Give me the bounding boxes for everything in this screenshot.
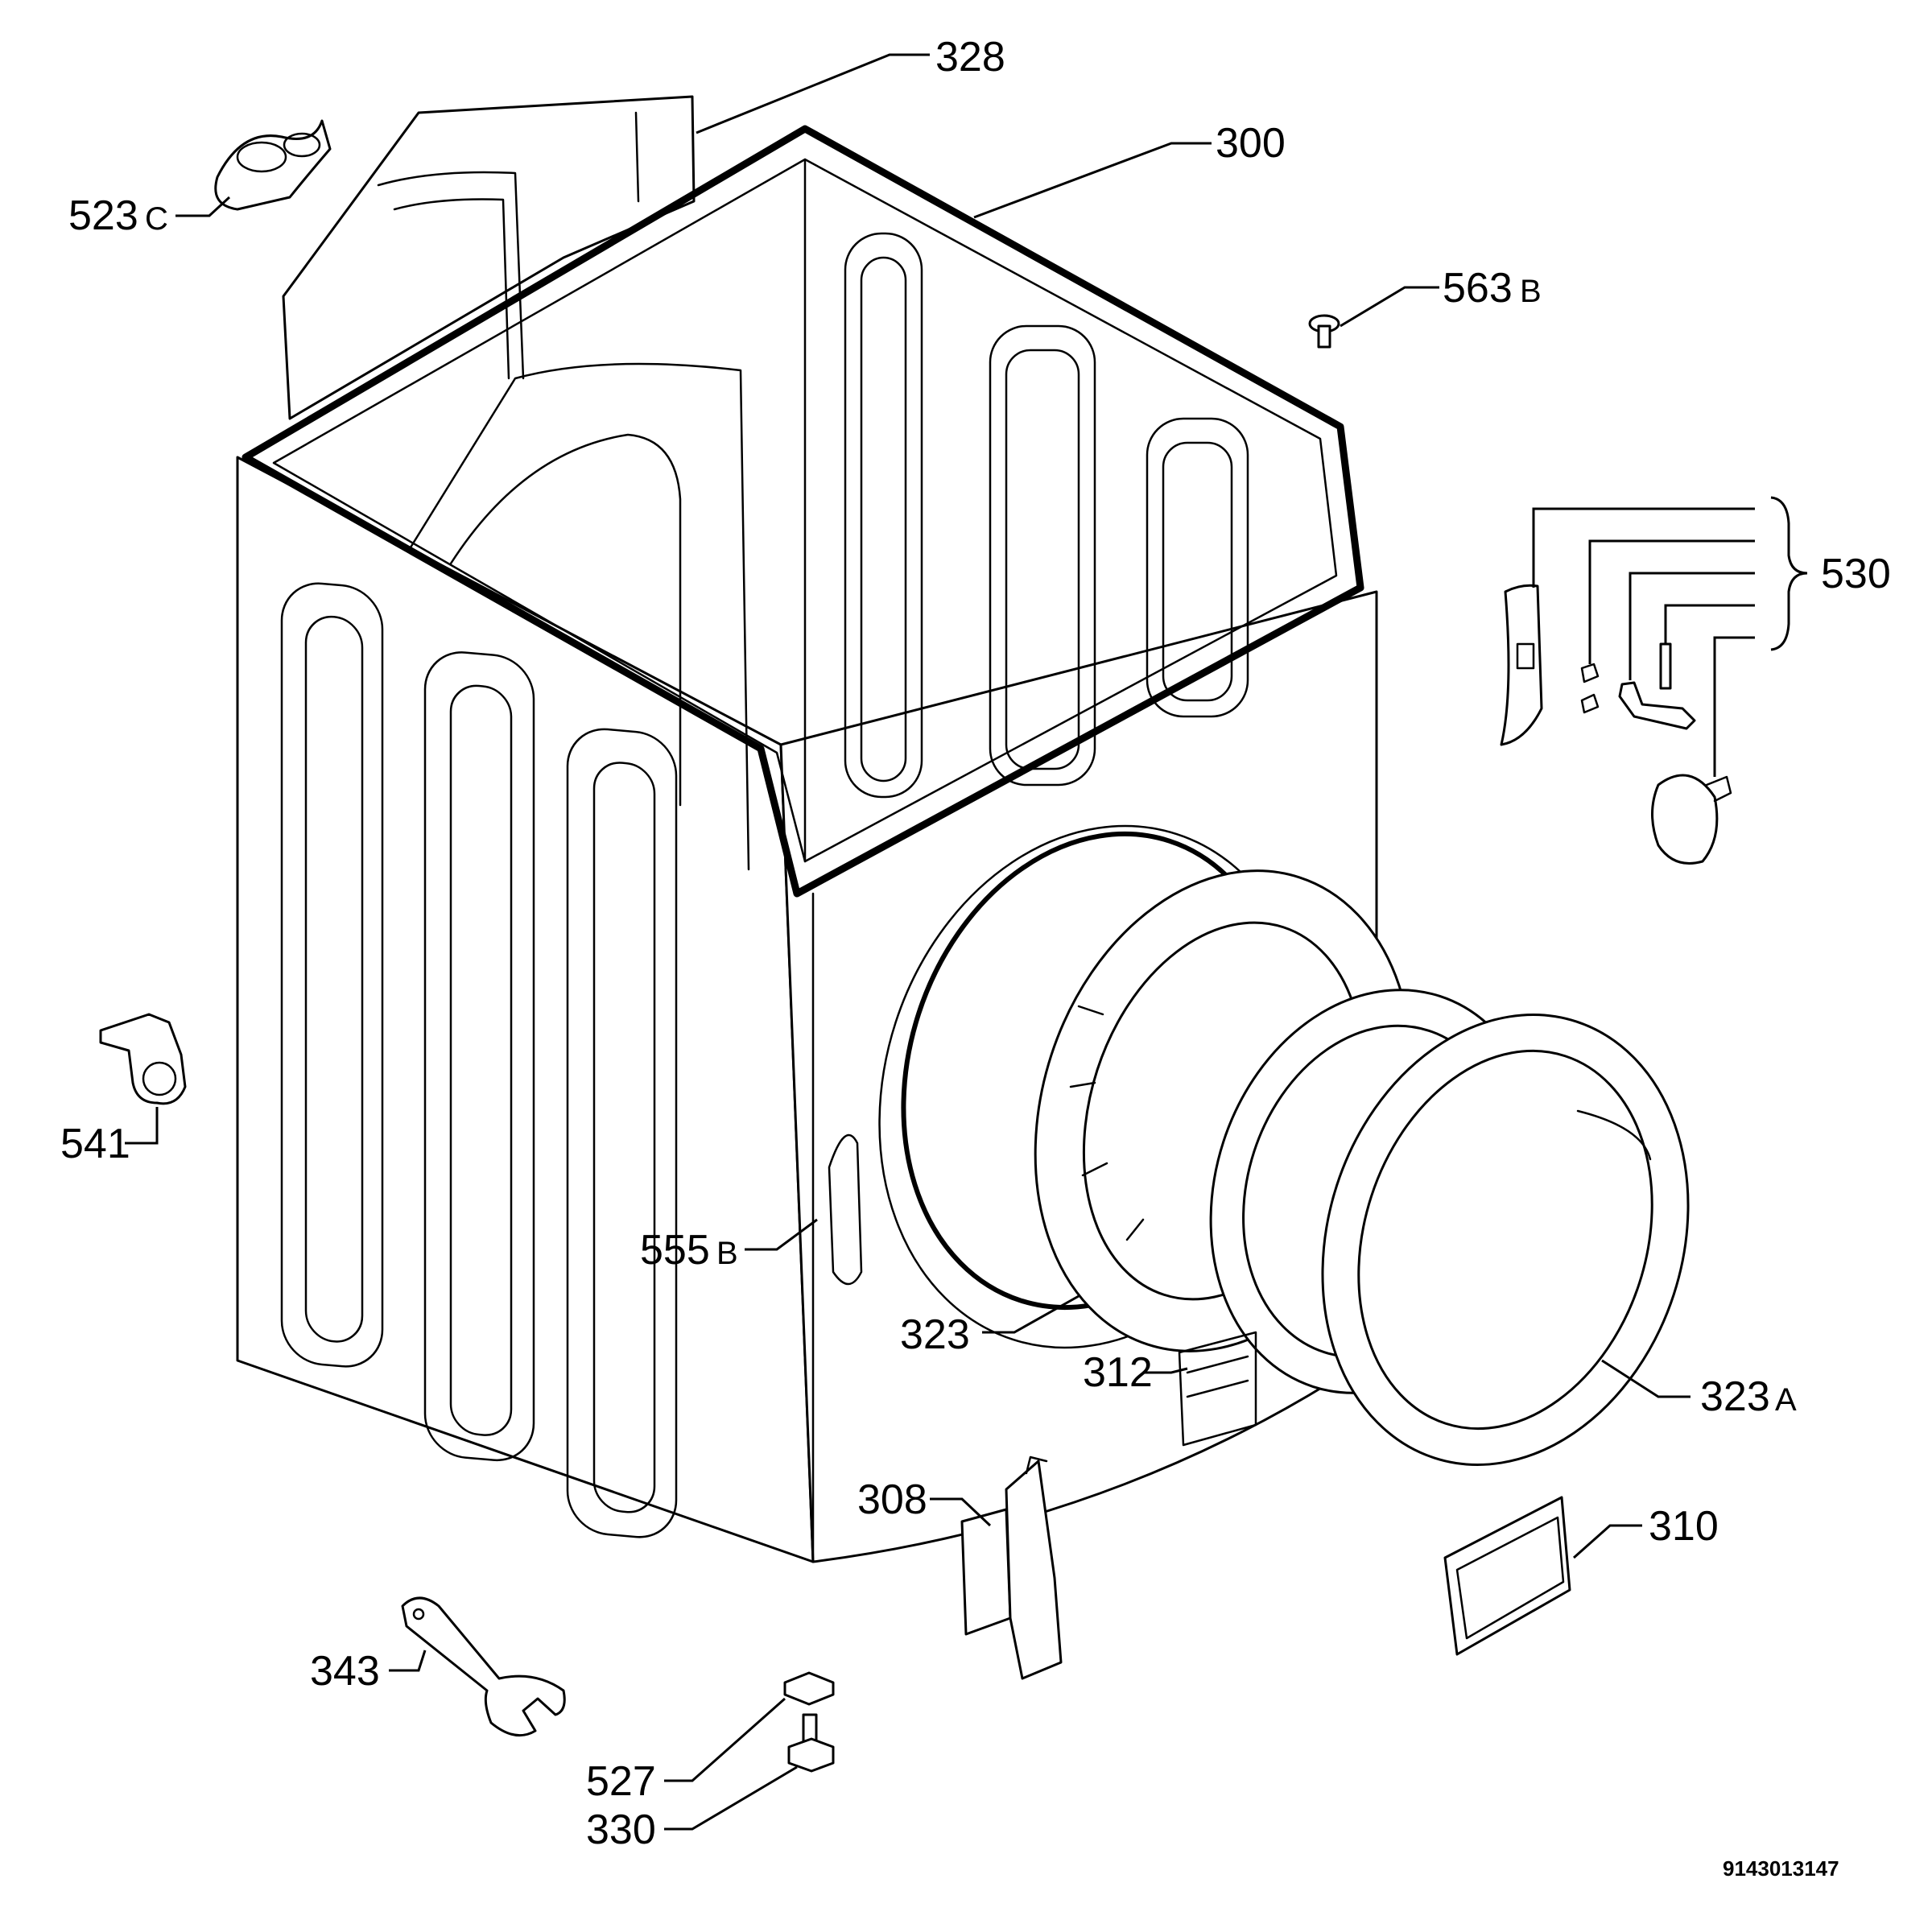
document-number: 9143013147 <box>1723 1856 1839 1881</box>
callout-555b-suffix: B <box>716 1236 738 1271</box>
callout-323a: 323 <box>1700 1373 1770 1420</box>
callout-310: 310 <box>1649 1503 1719 1550</box>
callout-527: 527 <box>586 1758 656 1805</box>
rear-panel-part-328 <box>282 95 696 420</box>
door-part-323a <box>1321 1014 1690 1466</box>
filter-housing-part-312 <box>1178 1331 1257 1447</box>
callout-563b-suffix: B <box>1520 274 1542 309</box>
lock-assembly-part-530 <box>1500 584 1732 865</box>
callout-555b: 555 <box>640 1227 710 1274</box>
callout-323a-suffix: A <box>1775 1382 1797 1418</box>
clip-part-541 <box>99 1013 187 1105</box>
callout-300: 300 <box>1216 120 1286 167</box>
callout-330: 330 <box>586 1806 656 1853</box>
callout-523c-suffix: C <box>145 201 168 237</box>
callout-541: 541 <box>60 1121 130 1167</box>
callout-labels: 328 300 523 C 563 B 530 541 555 B 323 31… <box>60 34 1891 1853</box>
wrench-part-343 <box>401 1596 566 1737</box>
callout-523c: 523 <box>68 192 138 239</box>
callout-563b: 563 <box>1443 265 1513 312</box>
filter-cover-part-310 <box>1443 1496 1571 1656</box>
foot-part-527 <box>783 1671 835 1706</box>
callout-328: 328 <box>935 34 1005 81</box>
hose-clip-part-523c <box>214 119 332 211</box>
hinge-part-308 <box>960 1455 1063 1680</box>
callout-343: 343 <box>310 1648 380 1695</box>
callout-530: 530 <box>1821 551 1891 597</box>
callout-308: 308 <box>857 1476 927 1523</box>
cabinet-body-part-300 <box>236 125 1378 1563</box>
callout-312: 312 <box>1083 1349 1153 1396</box>
bolt-part-563b <box>1308 314 1340 349</box>
leveling-screw-part-330 <box>787 1713 835 1773</box>
leader-lines <box>125 53 1808 1831</box>
callout-323: 323 <box>900 1311 970 1358</box>
